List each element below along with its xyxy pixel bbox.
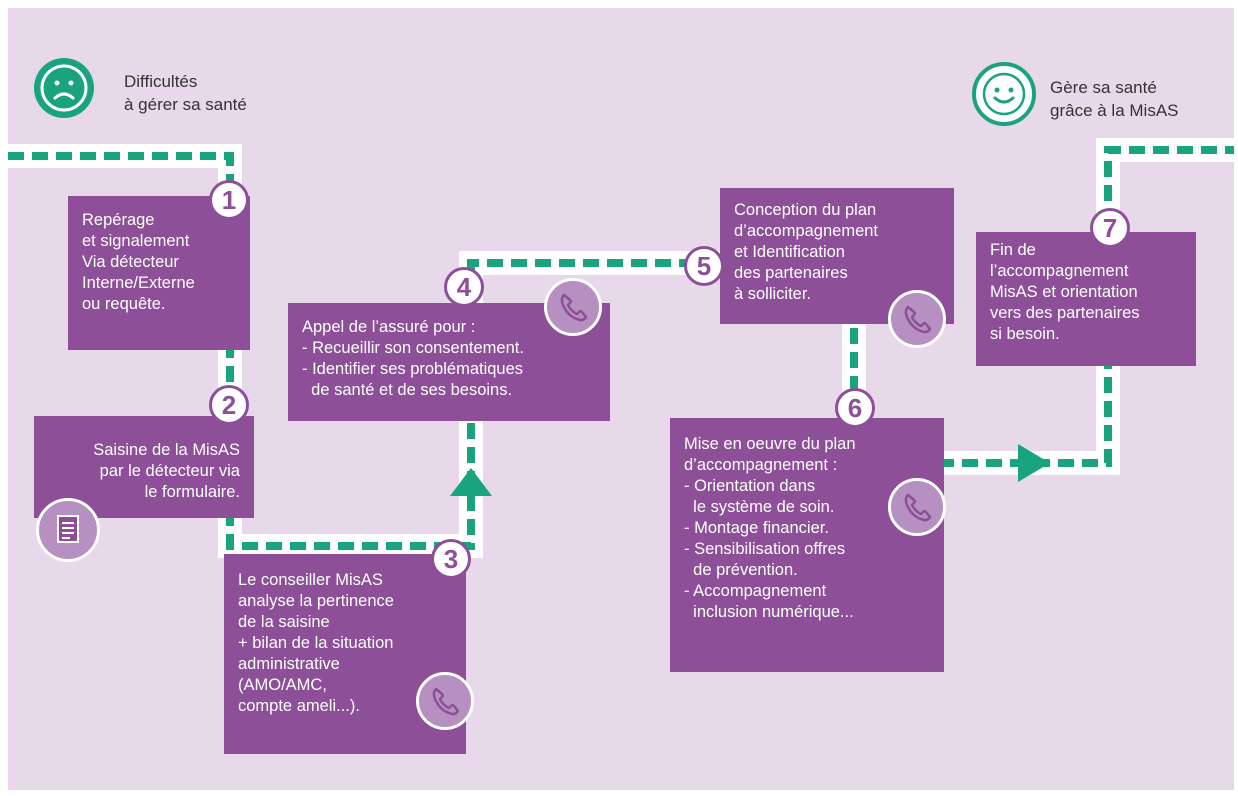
diagram: Difficultés à gérer sa santé Gère sa san… (8, 8, 1234, 790)
step-line: d’accompagnement (734, 222, 879, 240)
step-line: Conception du plan (734, 201, 877, 219)
step-line: d’accompagnement : (684, 456, 838, 474)
step-1-box: Repérage et signalement Via détecteur In… (68, 196, 250, 350)
phone-icon (888, 290, 946, 348)
step-line: des partenaires (734, 264, 848, 282)
step-line: Le conseiller MisAS (238, 571, 383, 589)
arrow-up-icon (450, 468, 492, 496)
step-line: Mise en oeuvre du plan (684, 435, 856, 453)
journey-path (8, 138, 1234, 558)
step-line: Fin de (990, 241, 1036, 259)
sad-face-icon (32, 56, 96, 120)
step-line: Appel de l’assuré pour : (302, 318, 476, 336)
start-caption-line: à gérer sa santé (124, 95, 247, 114)
phone-icon (888, 478, 946, 536)
end-caption-line: grâce à la MisAS (1050, 101, 1179, 120)
step-line: de santé et de ses besoins. (302, 381, 513, 399)
step-4-box: Appel de l’assuré pour : - Recueillir so… (288, 303, 610, 421)
end-caption-line: Gère sa santé (1050, 78, 1157, 97)
step-3-number: 3 (431, 539, 471, 579)
step-line: administrative (238, 655, 340, 673)
step-line: ou requête. (82, 295, 166, 313)
step-6-box: Mise en oeuvre du plan d’accompagnement … (670, 418, 944, 672)
step-6-number: 6 (835, 388, 875, 428)
step-line: vers des partenaires (990, 304, 1140, 322)
step-line: MisAS et orientation (990, 283, 1138, 301)
start-caption: Difficultés à gérer sa santé (124, 70, 247, 116)
phone-icon (544, 278, 602, 336)
arrow-right-icon (1018, 444, 1050, 482)
step-line: - Recueillir son consentement. (302, 339, 524, 357)
phone-icon (416, 672, 474, 730)
step-line: Repérage (82, 211, 155, 229)
step-line: Saisine de la MisAS (93, 441, 240, 459)
step-line: l’accompagnement (990, 262, 1129, 280)
step-line: - Montage financier. (684, 519, 829, 537)
step-line: - Identifier ses problématiques (302, 360, 524, 378)
step-line: de la saisine (238, 613, 330, 631)
start-caption-line: Difficultés (124, 72, 198, 91)
step-line: Interne/Externe (82, 274, 195, 292)
step-line: de prévention. (684, 561, 798, 579)
step-line: (AMO/AMC, (238, 676, 327, 694)
step-line: le formulaire. (144, 483, 240, 501)
step-line: - Orientation dans (684, 477, 816, 495)
step-line: analyse la pertinence (238, 592, 394, 610)
step-line: + bilan de la situation (238, 634, 394, 652)
step-line: par le détecteur via (99, 462, 240, 480)
step-2-number: 2 (209, 385, 249, 425)
step-4-number: 4 (444, 267, 484, 307)
step-5-number: 5 (684, 246, 724, 286)
happy-face-icon (972, 62, 1036, 126)
step-line: à solliciter. (734, 285, 812, 303)
step-line: - Accompagnement (684, 582, 827, 600)
document-icon (36, 498, 100, 562)
step-line: Via détecteur (82, 253, 179, 271)
end-caption: Gère sa santé grâce à la MisAS (1050, 76, 1179, 122)
step-line: le système de soin. (684, 498, 835, 516)
step-line: - Sensibilisation offres (684, 540, 846, 558)
step-line: si besoin. (990, 325, 1060, 343)
step-2-box: Saisine de la MisAS par le détecteur via… (34, 416, 254, 518)
step-line: inclusion numérique... (684, 603, 854, 621)
step-line: compte ameli...). (238, 697, 360, 715)
step-line: et signalement (82, 232, 190, 250)
step-7-box: Fin de l’accompagnement MisAS et orienta… (976, 232, 1196, 366)
step-line: et Identification (734, 243, 845, 261)
step-1-number: 1 (209, 180, 249, 220)
step-7-number: 7 (1090, 208, 1130, 248)
